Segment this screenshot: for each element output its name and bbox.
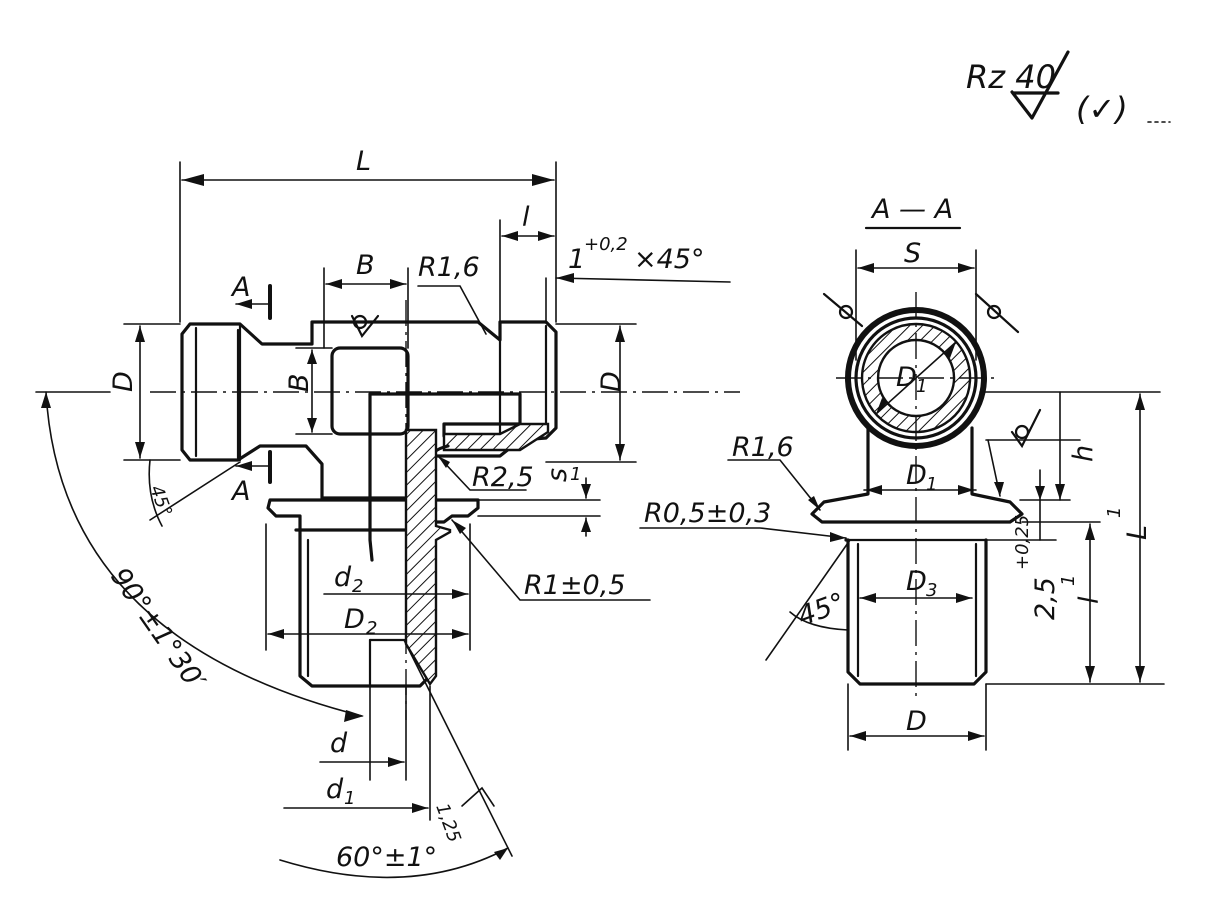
label-D3-sub: 3 bbox=[926, 580, 937, 601]
label-90deg: 90°±1°30′ bbox=[104, 562, 211, 696]
label-D2-sub: 2 bbox=[366, 618, 377, 639]
label-R1: R1±0,5 bbox=[524, 570, 626, 601]
section-view bbox=[639, 226, 1165, 751]
label-45-left: 45° bbox=[145, 483, 176, 520]
label-L1: L bbox=[1122, 525, 1153, 540]
label-B-side: B bbox=[284, 373, 315, 392]
label-D1-top-sub: 1 bbox=[916, 376, 927, 397]
label-A-bottom: A bbox=[230, 476, 250, 507]
label-R05: R0,5±0,3 bbox=[644, 498, 771, 529]
label-R16-left: R1,6 bbox=[418, 252, 480, 283]
label-D-bottom: D bbox=[906, 706, 927, 737]
label-D-right: D bbox=[596, 371, 627, 392]
label-d1: d bbox=[326, 774, 344, 805]
label-60deg: 60°±1° bbox=[336, 842, 437, 873]
label-s1: s bbox=[542, 468, 573, 482]
label-d1-sub: 1 bbox=[344, 788, 355, 809]
label-D1-mid: D bbox=[906, 460, 927, 491]
label-L1-sub: 1 bbox=[1104, 507, 1125, 518]
label-h: h bbox=[1068, 445, 1099, 462]
label-D1-top: D bbox=[896, 362, 917, 393]
label-chamfer-angle: ×45° bbox=[634, 244, 704, 275]
label-45-right: 45° bbox=[794, 587, 850, 632]
roughness-paren-check: (✓) bbox=[1076, 90, 1128, 128]
label-d: d bbox=[330, 728, 348, 759]
label-D3: D bbox=[906, 566, 927, 597]
label-l: l bbox=[522, 202, 530, 233]
roughness-value: Rz 40 bbox=[966, 58, 1056, 96]
label-D1-mid-sub: 1 bbox=[926, 474, 937, 495]
label-d2: d bbox=[334, 562, 352, 593]
label-d2-sub: 2 bbox=[352, 576, 363, 597]
label-S: S bbox=[904, 238, 921, 269]
label-chamfer: 1 bbox=[568, 244, 585, 275]
label-D2: D bbox=[344, 604, 365, 635]
label-B-top: B bbox=[356, 250, 375, 281]
label-l1-sub: 1 bbox=[1058, 575, 1079, 586]
label-L: L bbox=[356, 146, 371, 177]
label-R16-right: R1,6 bbox=[732, 432, 794, 463]
label-tolerance: 2,5 bbox=[1030, 577, 1061, 620]
front-view bbox=[35, 161, 740, 879]
label-chamfer-tol: +0,2 bbox=[584, 234, 628, 255]
section-title: A — A bbox=[870, 194, 953, 225]
roughness-symbol: Rz 40 (✓) bbox=[966, 50, 1171, 128]
dimension-labels: L l 1 +0,2 ×45° A A B R1,6 D D B R2,5 s … bbox=[104, 146, 1153, 873]
label-A-top: A bbox=[230, 272, 250, 303]
label-s1-sub: 1 bbox=[570, 464, 581, 485]
label-tolerance-sup: +0,25 bbox=[1012, 515, 1033, 570]
label-l1: l bbox=[1074, 596, 1105, 604]
label-R25: R2,5 bbox=[472, 462, 534, 493]
label-D-left: D bbox=[108, 371, 139, 392]
label-taper: 1,25 bbox=[431, 801, 464, 846]
